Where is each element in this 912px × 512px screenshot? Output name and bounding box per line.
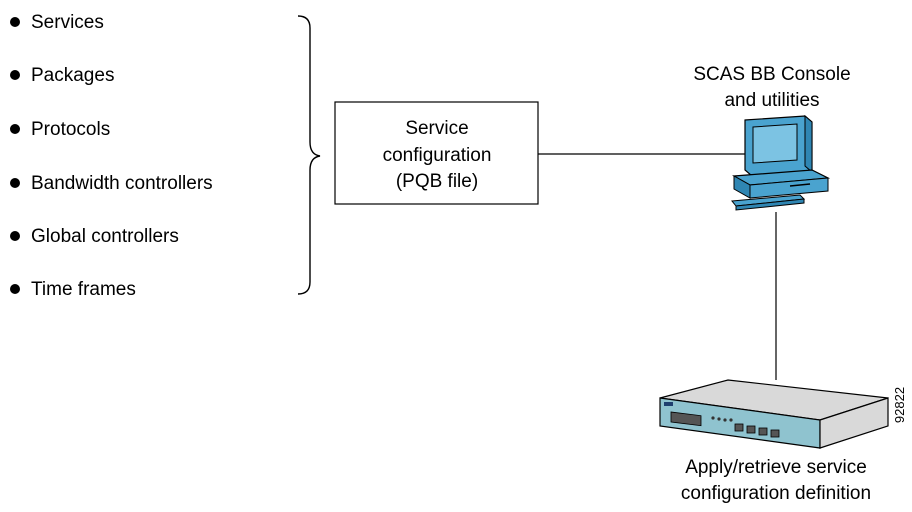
keyboard-front	[735, 198, 805, 211]
config-box-line1: Service	[405, 118, 468, 139]
bullet-dot	[10, 231, 20, 241]
config-box-border	[334, 101, 539, 205]
network-device-icon	[659, 379, 889, 449]
device-led	[729, 418, 733, 422]
bullet-dot	[10, 178, 20, 188]
device-logo	[664, 402, 673, 406]
bullet-packages: Packages	[31, 65, 114, 86]
console-label-line2: and utilities	[724, 90, 819, 111]
monitor-side	[804, 114, 813, 174]
bullet-services: Services	[31, 12, 104, 33]
curly-brace	[297, 15, 321, 295]
figure-id: 92822	[892, 387, 907, 423]
bullet-dot	[10, 17, 20, 27]
feature-list: Services Packages Protocols Bandwidth co…	[10, 12, 213, 300]
drive-slot	[789, 183, 811, 187]
bullet-bandwidth-controllers: Bandwidth controllers	[31, 173, 213, 194]
console-label-line1: SCAS BB Console	[693, 64, 850, 85]
bullet-dot	[10, 124, 20, 134]
config-box-line3: (PQB file)	[396, 171, 478, 192]
device-led	[723, 418, 727, 422]
device-led	[711, 416, 715, 420]
bullet-time-frames: Time frames	[31, 279, 136, 300]
device-side	[819, 397, 889, 449]
config-box-line2: configuration	[383, 145, 492, 166]
bullet-dot	[10, 284, 20, 294]
monitor-screen	[752, 123, 798, 164]
bullet-global-controllers: Global controllers	[31, 226, 179, 247]
bullet-protocols: Protocols	[31, 119, 110, 140]
device-port	[758, 427, 768, 436]
system-unit-side	[749, 177, 829, 199]
device-led	[717, 417, 721, 421]
device-label-line2: configuration definition	[681, 483, 871, 504]
service-configuration-box: Service configuration (PQB file)	[334, 101, 539, 205]
device-port	[670, 411, 702, 427]
bullet-dot	[10, 70, 20, 80]
device-port	[734, 423, 744, 432]
computer-icon	[731, 114, 831, 211]
device-label-line1: Apply/retrieve service	[685, 457, 867, 478]
device-port	[770, 429, 780, 438]
device-port	[746, 425, 756, 434]
